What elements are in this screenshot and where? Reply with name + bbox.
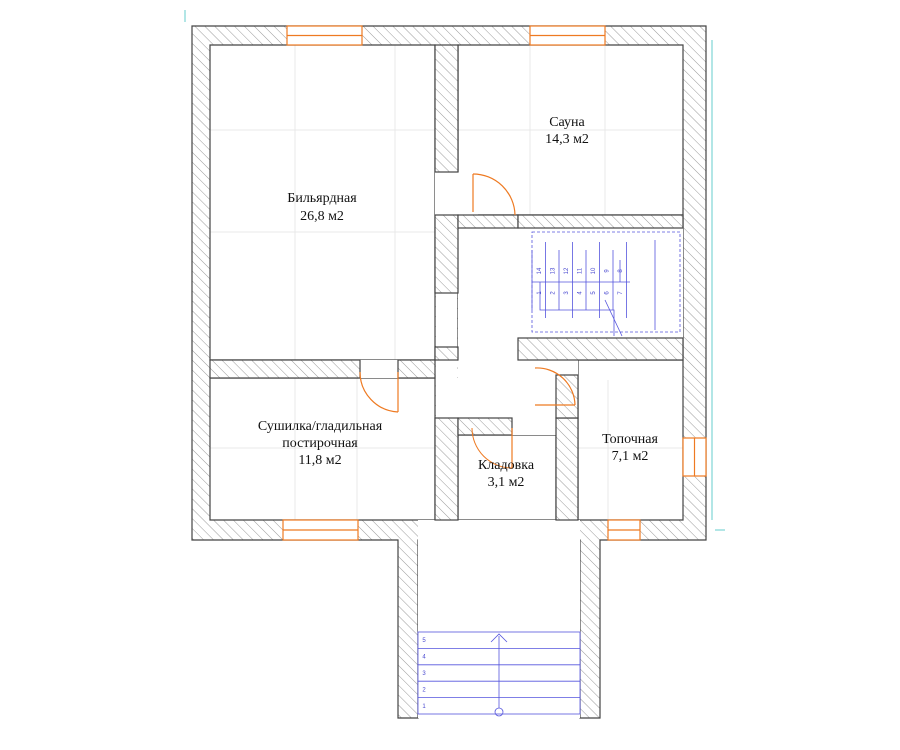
guide-ticks xyxy=(184,10,725,531)
windows xyxy=(282,25,707,541)
room-sauna-area: 14,3 м2 xyxy=(545,132,589,147)
stair-step-number: 6 xyxy=(604,291,610,295)
door-dryer xyxy=(359,371,399,413)
window-billiard-north xyxy=(286,25,363,46)
stair-step-number: 13 xyxy=(550,267,556,274)
stair-step-number: 8 xyxy=(618,269,624,273)
inner-walls xyxy=(209,44,684,521)
exterior-stair-step-number: 4 xyxy=(422,655,426,661)
stair-step-number: 14 xyxy=(537,267,543,274)
stair-step-number: 11 xyxy=(577,267,583,274)
stair-step-number: 7 xyxy=(618,291,624,295)
exterior-stair-step-number: 5 xyxy=(422,638,426,644)
stair-step-number: 3 xyxy=(564,291,570,295)
room-boiler-name: Топочная xyxy=(602,432,658,447)
stair-step-number: 4 xyxy=(577,291,583,295)
room-dryer-area: 11,8 м2 xyxy=(298,453,341,468)
stair-step-number: 2 xyxy=(550,291,556,295)
room-storage-area: 3,1 м2 xyxy=(488,475,525,490)
door-boiler xyxy=(534,367,576,406)
window-sauna-north xyxy=(529,25,606,46)
window-boiler-south xyxy=(607,519,641,541)
exterior-stair xyxy=(417,631,581,717)
stair-step-number: 1 xyxy=(537,291,543,295)
room-boiler-area: 7,1 м2 xyxy=(612,449,649,464)
room-dryer-name-line1: Сушилка/гладильная xyxy=(258,419,383,434)
room-storage-name: Кладовка xyxy=(478,458,535,473)
room-dryer-name-line2: постирочная xyxy=(282,436,358,451)
exterior-stair-step-number: 2 xyxy=(422,687,426,693)
interior-stair xyxy=(531,231,681,337)
window-boiler-east xyxy=(682,437,707,477)
room-sauna-name: Сауна xyxy=(549,115,585,130)
room-billiard-name: Бильярдная xyxy=(287,191,357,206)
exterior-stair-labels: 5 4 3 2 1 xyxy=(422,638,426,710)
doors xyxy=(359,173,576,469)
stair-step-number: 5 xyxy=(591,291,597,295)
window-dryer-south xyxy=(282,519,359,541)
exterior-stair-step-number: 3 xyxy=(422,671,426,677)
stair-step-number: 12 xyxy=(564,267,570,274)
stair-step-number: 10 xyxy=(591,267,597,274)
stair-step-number: 9 xyxy=(604,269,610,273)
room-billiard-area: 26,8 м2 xyxy=(300,209,344,224)
exterior-stair-step-number: 1 xyxy=(422,704,426,710)
room-labels: Бильярдная 26,8 м2 Сауна 14,3 м2 Сушилка… xyxy=(258,115,659,490)
door-storage xyxy=(471,427,513,469)
door-sauna xyxy=(472,173,516,216)
